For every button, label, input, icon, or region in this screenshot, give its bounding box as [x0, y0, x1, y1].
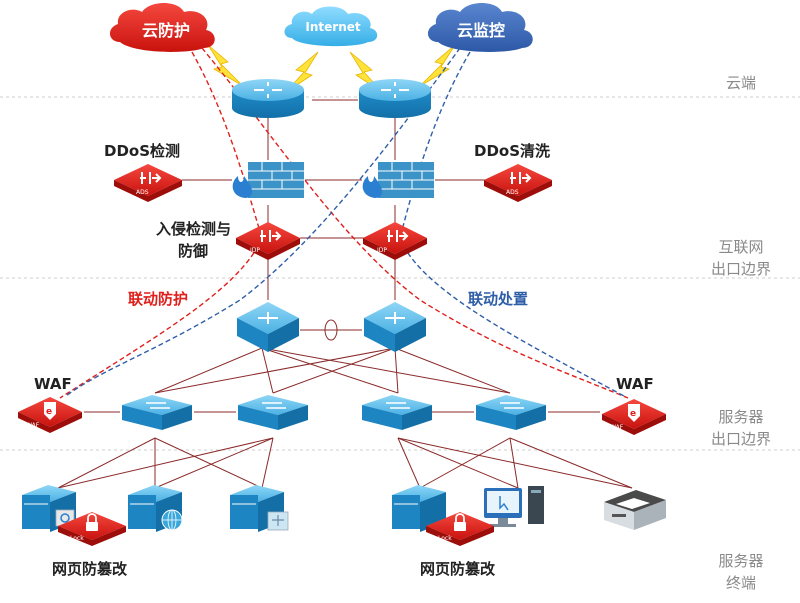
- zone-internet-edge-line2: 出口边界: [710, 260, 771, 278]
- access-switch-1: [122, 395, 192, 430]
- ips-label-line1: 入侵检测与: [156, 220, 232, 238]
- svg-text:WAF: WAF: [610, 424, 624, 431]
- access-switches: [122, 395, 546, 430]
- access-switch-4: [476, 395, 546, 430]
- svg-text:e: e: [46, 407, 52, 417]
- linked-protect-lines: [59, 47, 629, 399]
- zone-dividers: [0, 96, 800, 451]
- cloud-internet: Internet: [284, 6, 378, 47]
- core-switch-left: [237, 302, 299, 352]
- ips-label-line2: 防御: [178, 242, 209, 260]
- server-left-1: [22, 485, 76, 532]
- router-left: [232, 79, 304, 118]
- svg-text:Lock: Lock: [438, 535, 452, 542]
- lock-device-right: Lock: [426, 512, 494, 546]
- linked-handle-lines: [65, 47, 625, 397]
- pc-icon: [484, 486, 544, 527]
- cloud-monitor: 云监控: [427, 3, 533, 52]
- svg-text:IDP: IDP: [377, 247, 387, 254]
- ddos-detect-label: DDoS检测: [104, 142, 181, 160]
- network-links: [57, 99, 633, 489]
- cloud-protect: 云防护: [109, 3, 215, 52]
- firewall-right: [362, 162, 434, 198]
- svg-text:ADS: ADS: [506, 189, 519, 196]
- svg-text:ADS: ADS: [136, 189, 149, 196]
- server-left-2: [128, 485, 183, 532]
- zone-server-edge-line1: 服务器: [718, 408, 764, 426]
- zone-cloud: 云端: [696, 72, 786, 94]
- linked-handle-label: 联动处置: [468, 290, 529, 308]
- ads-device-left: ADS: [114, 164, 182, 202]
- zone-server-edge: 服务器 出口边界: [696, 406, 786, 450]
- waf-device-right: e WAF: [602, 399, 666, 435]
- waf-device-left: e WAF: [18, 397, 82, 433]
- zone-internet-edge-line1: 互联网: [718, 238, 764, 256]
- tamper-right-label: 网页防篡改: [420, 560, 496, 578]
- access-switch-3: [362, 395, 432, 430]
- access-switch-2: [238, 395, 308, 430]
- server-left-3: [230, 485, 289, 532]
- ads-device-right: ADS: [484, 164, 552, 202]
- printer-icon: [604, 490, 666, 530]
- zone-internet-edge: 互联网 出口边界: [696, 236, 786, 280]
- svg-text:WAF: WAF: [26, 422, 40, 429]
- core-switch-right: [364, 302, 426, 352]
- zone-server-end-line2: 终端: [725, 574, 756, 592]
- tamper-left-label: 网页防篡改: [52, 560, 128, 578]
- svg-text:e: e: [630, 409, 636, 419]
- linked-protect-label: 联动防护: [128, 290, 189, 308]
- waf-right-label: WAF: [616, 375, 654, 393]
- ddos-clean-label: DDoS清洗: [474, 142, 551, 160]
- zone-cloud-label: 云端: [725, 74, 756, 92]
- idp-device-left: IDP: [236, 222, 300, 260]
- waf-left-label: WAF: [34, 375, 72, 393]
- zone-server-end-line1: 服务器: [718, 552, 764, 570]
- link-aggregation-icon: [324, 319, 338, 341]
- idp-device-right: IDP: [363, 222, 427, 260]
- zone-server-edge-line2: 出口边界: [710, 430, 771, 448]
- firewall-left: [232, 162, 304, 198]
- cloud-internet-label: Internet: [305, 20, 360, 34]
- router-right: [359, 79, 431, 118]
- cloud-monitor-label: 云监控: [457, 21, 505, 40]
- lock-device-left: Lock: [58, 512, 126, 546]
- svg-text:Lock: Lock: [70, 535, 84, 542]
- cloud-protect-label: 云防护: [142, 21, 190, 40]
- zone-server-end: 服务器 终端: [696, 550, 786, 594]
- svg-text:IDP: IDP: [250, 247, 260, 254]
